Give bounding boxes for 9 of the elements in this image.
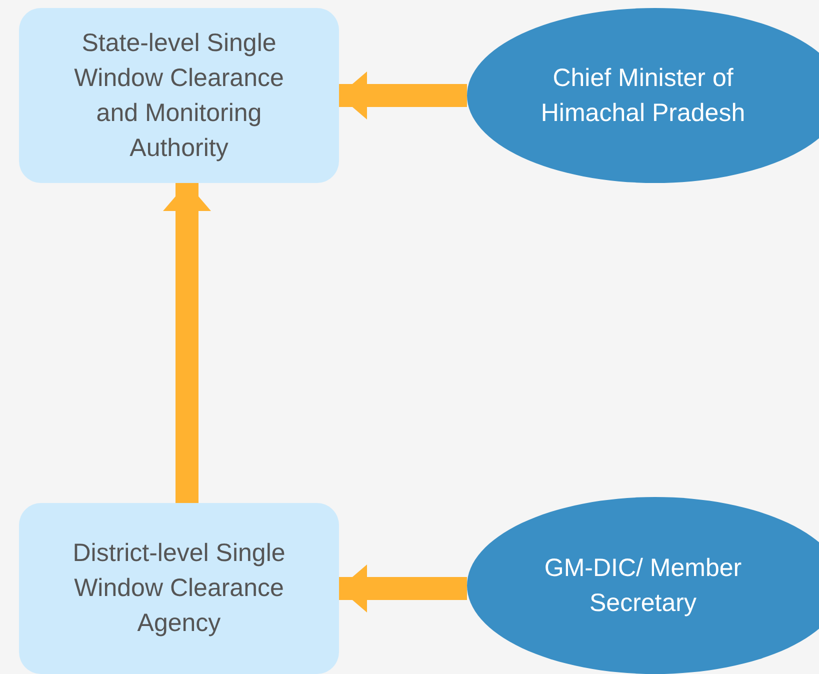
arrow bbox=[339, 72, 467, 120]
agency-box bbox=[19, 503, 339, 674]
agency-box bbox=[19, 8, 339, 183]
node-label: Chief Minister of Himachal Pradesh bbox=[540, 62, 746, 128]
arrow bbox=[339, 564, 467, 612]
node-label: District-level Single Window Clearance Agency bbox=[72, 538, 286, 639]
node-label: State-level Single Window Clearance and Monitoring Authority bbox=[73, 28, 285, 164]
node-label: GM-DIC/ Member Secretary bbox=[543, 552, 743, 618]
arrow bbox=[163, 183, 211, 503]
